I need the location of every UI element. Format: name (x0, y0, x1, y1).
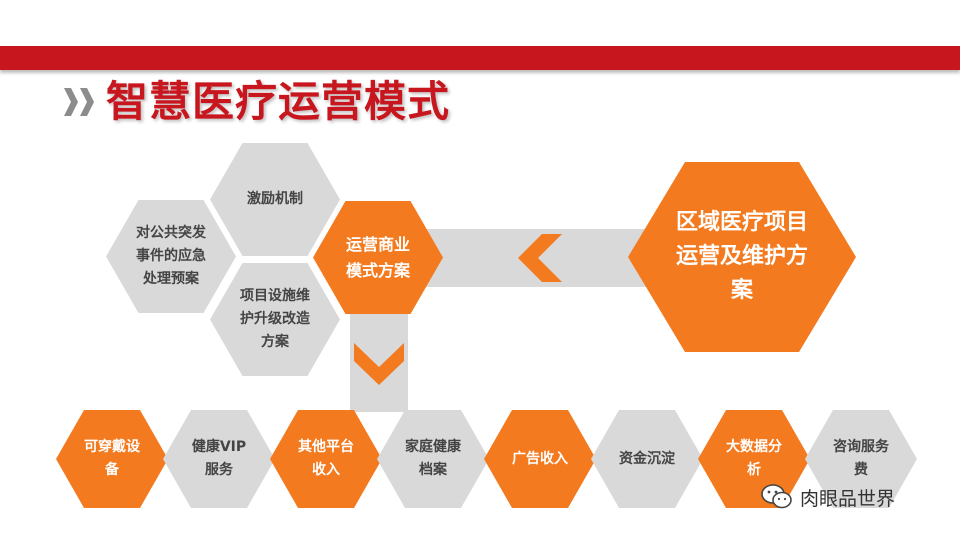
hex-label: 大数据分析 (726, 439, 782, 478)
watermark: 肉眼品世界 (760, 482, 895, 512)
hex-regional-medical-project: 区域医疗项目运营及维护方案 (628, 162, 856, 352)
hex-family-health-record: 家庭健康档案 (377, 410, 489, 508)
hex-emergency-plan: 对公共突发事件的应急处理预案 (106, 200, 236, 313)
chevron-right-icon (64, 88, 78, 116)
arrow-down-icon (354, 343, 404, 385)
hex-health-vip: 健康VIP服务 (163, 410, 275, 508)
hex-consulting-fee: 咨询服务费 (805, 410, 917, 508)
wechat-icon (761, 484, 792, 509)
hex-label: 家庭健康档案 (405, 439, 461, 478)
hex-label: 激励机制 (247, 191, 303, 207)
hex-label: 咨询服务费 (833, 439, 889, 478)
page-title: 智慧医疗运营模式 (106, 77, 451, 126)
hex-ad-revenue: 广告收入 (484, 410, 596, 508)
hex-label: 广告收入 (512, 450, 568, 467)
watermark-text: 肉眼品世界 (800, 487, 896, 510)
arrow-left-icon (518, 234, 562, 282)
hex-fund-deposit: 资金沉淀 (591, 410, 703, 508)
hex-label: 健康VIP服务 (191, 439, 247, 478)
header-bar (0, 46, 960, 70)
hex-big-data: 大数据分析 (698, 410, 810, 508)
hex-label: 可穿戴设备 (84, 439, 140, 478)
hex-facility-maintenance: 项目设施维护升级改造方案 (210, 263, 340, 376)
chevron-right-icon (80, 88, 94, 116)
hex-label: 其他平台收入 (298, 439, 354, 478)
hex-label: 运营商业模式方案 (345, 234, 410, 280)
hex-business-model: 运营商业模式方案 (313, 201, 443, 314)
hex-other-platform-income: 其他平台收入 (270, 410, 382, 508)
hex-label: 项目设施维护升级改造方案 (240, 288, 310, 350)
hex-incentive: 激励机制 (210, 143, 340, 256)
hex-label: 对公共突发事件的应急处理预案 (136, 225, 206, 287)
hex-label: 资金沉淀 (619, 450, 675, 467)
hex-wearable-devices: 可穿戴设备 (56, 410, 168, 508)
hex-label: 区域医疗项目运营及维护方案 (675, 210, 808, 303)
